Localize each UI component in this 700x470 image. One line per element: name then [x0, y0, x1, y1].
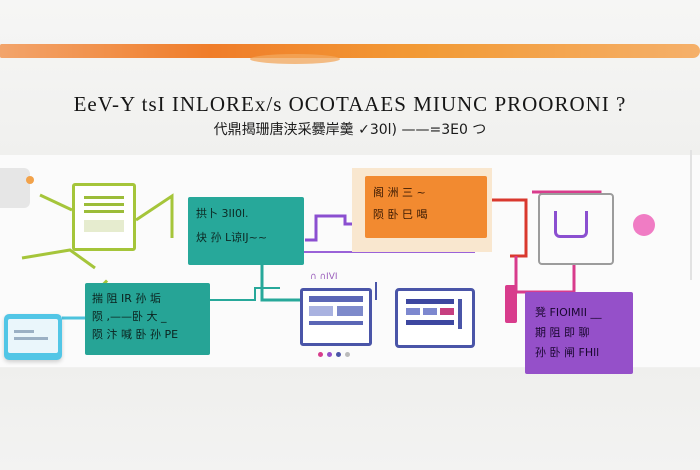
- monitor-icon: [395, 288, 475, 348]
- purple-node-line3: 孙 卧 闸 FHll: [535, 346, 600, 359]
- magenta-slider-icon: [505, 285, 517, 323]
- teal-node-top-line2: 炔 孙 L谅IJ~~: [196, 231, 268, 244]
- orange-dot: [26, 176, 34, 184]
- diagram-subtitle: 代鼎揭珊唐浃采爨岸羹 ✓30l) ——=3E0 つ: [213, 122, 487, 138]
- laptop-icon: [4, 314, 62, 360]
- teal-node-bottom-line3: 陨 汴 喊 卧 孙 PE: [92, 328, 179, 341]
- orange-node-line2: 陨 卧 巳 喝: [373, 208, 428, 221]
- color-dots: [318, 352, 354, 358]
- purple-node-line1: 凳 FIOIMII __: [535, 306, 602, 319]
- purple-node: 凳 FIOIMII __ 期 阻 即 聊 孙 卧 闸 FHll: [525, 292, 633, 374]
- magenta-dot-icon: [633, 214, 655, 236]
- header-background: [0, 0, 700, 160]
- teal-node-top: 拱卜 3II0l. 炔 孙 L谅IJ~~: [188, 197, 304, 265]
- orange-node: 阁 洲 三 ~ 陨 卧 巳 喝: [365, 176, 487, 238]
- purple-connector: [305, 214, 365, 242]
- footer-background: [0, 368, 700, 470]
- teal-connector: [210, 287, 280, 301]
- small-label: ∩ ∩IVI: [310, 272, 338, 282]
- lime-connector: [135, 193, 174, 238]
- device-icon: [538, 193, 614, 265]
- teal-node-top-line1: 拱卜 3II0l.: [196, 207, 249, 220]
- teal-node-bottom: 揣 阻 IR 孙 垢 陨 ,——卧 大 _ 陨 汴 喊 卧 孙 PE: [85, 283, 210, 355]
- teal-node-bottom-line2: 陨 ,——卧 大 _: [92, 310, 167, 323]
- document-icon: [72, 183, 136, 251]
- side-tab-decoration: [0, 168, 30, 208]
- lime-connector: [39, 193, 73, 212]
- diagram-title: EeV-Y tsI INLOREx/s OCOTAAES MIUNC PROOR…: [73, 92, 627, 116]
- tablet-icon: [300, 288, 372, 346]
- orange-brush-stroke: [0, 44, 700, 64]
- teal-connector: [260, 265, 300, 302]
- lime-connector: [21, 248, 96, 270]
- orange-node-line1: 阁 洲 三 ~: [373, 186, 426, 199]
- purple-node-line2: 期 阻 即 聊: [535, 326, 590, 339]
- teal-node-bottom-line1: 揣 阻 IR 孙 垢: [92, 292, 161, 305]
- right-vertical-line: [690, 150, 692, 280]
- red-connector: [486, 198, 528, 258]
